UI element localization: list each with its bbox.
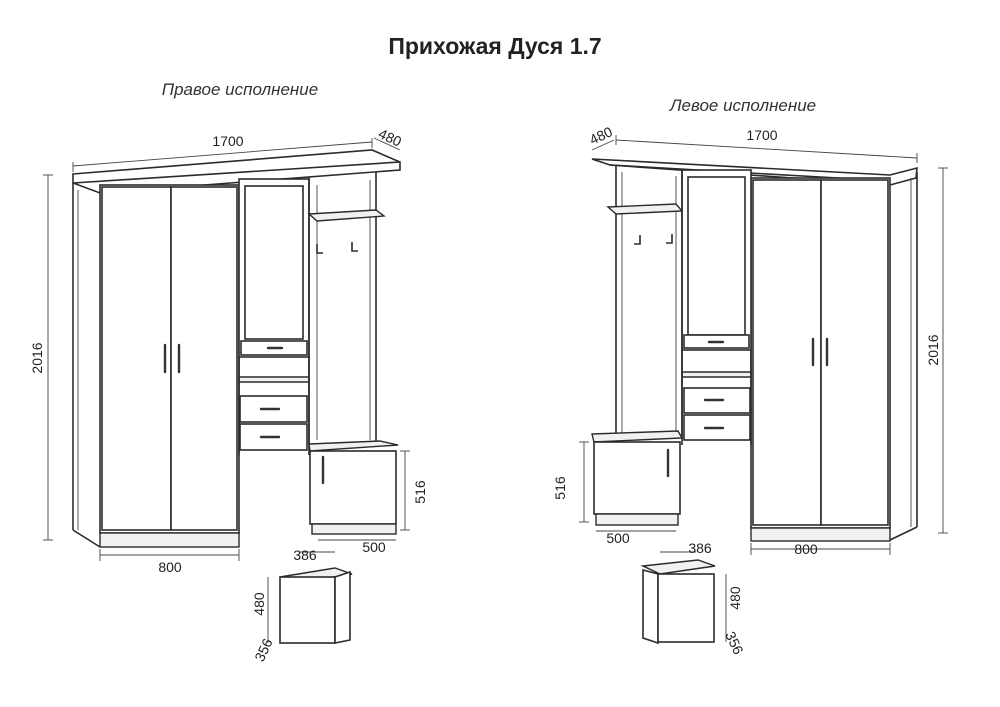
coat-hook-icon	[666, 234, 673, 244]
dim-wardrobe-width: 800	[158, 559, 182, 575]
dim-pouf-width: 386	[688, 540, 712, 556]
pouf-drawing: 386 480 356	[251, 547, 353, 664]
pouf-drawing: 386 480 356	[640, 540, 747, 657]
page-title: Прихожая Дуся 1.7	[388, 33, 601, 59]
hat-shelf	[606, 203, 684, 215]
bench-cabinet	[309, 450, 397, 525]
dim-height: 2016	[925, 334, 941, 365]
hat-shelf	[307, 209, 386, 222]
wardrobe-plinth	[750, 527, 891, 542]
dim-pouf-width: 386	[293, 547, 317, 563]
dim-height: 2016	[29, 342, 45, 373]
wardrobe-door-left	[752, 179, 822, 526]
coat-hook-icon	[634, 235, 641, 245]
wardrobe-door-right	[170, 186, 238, 531]
mirror-panel	[244, 185, 304, 340]
pouf-front	[279, 576, 336, 644]
right-variant-drawing: Правое исполнение	[29, 80, 428, 664]
dim-pouf-depth: 356	[722, 629, 746, 657]
dim-bench-width: 500	[362, 539, 386, 555]
coat-hook-icon	[351, 242, 358, 252]
dim-depth: 480	[376, 125, 404, 149]
pouf-front	[657, 573, 715, 643]
bench-top	[591, 430, 684, 443]
dim-pouf-height: 480	[727, 586, 743, 610]
left-variant-drawing: Левое исполнение	[552, 96, 948, 657]
dim-wardrobe-width: 800	[794, 541, 818, 557]
dim-width: 1700	[746, 127, 777, 143]
dim-depth: 480	[587, 123, 615, 147]
pouf-cushion	[640, 559, 716, 575]
wardrobe-door-right	[820, 179, 889, 526]
mirror-panel	[687, 176, 746, 336]
dim-bench-width: 500	[606, 530, 630, 546]
right-variant-label: Правое исполнение	[162, 80, 318, 99]
pouf-side	[642, 568, 659, 645]
bench-cabinet	[593, 441, 681, 515]
wardrobe-door-left	[101, 186, 172, 531]
bench-top	[308, 440, 399, 452]
dim-pouf-depth: 356	[251, 636, 275, 664]
left-variant-label: Левое исполнение	[669, 96, 816, 115]
dim-bench-height: 516	[412, 480, 428, 504]
dim-width: 1700	[212, 133, 243, 149]
dim-bench-height: 516	[552, 476, 568, 500]
dim-pouf-height: 480	[251, 592, 267, 616]
coat-hook-icon	[316, 244, 323, 254]
wardrobe-plinth	[99, 532, 240, 548]
pouf-side	[334, 570, 351, 644]
